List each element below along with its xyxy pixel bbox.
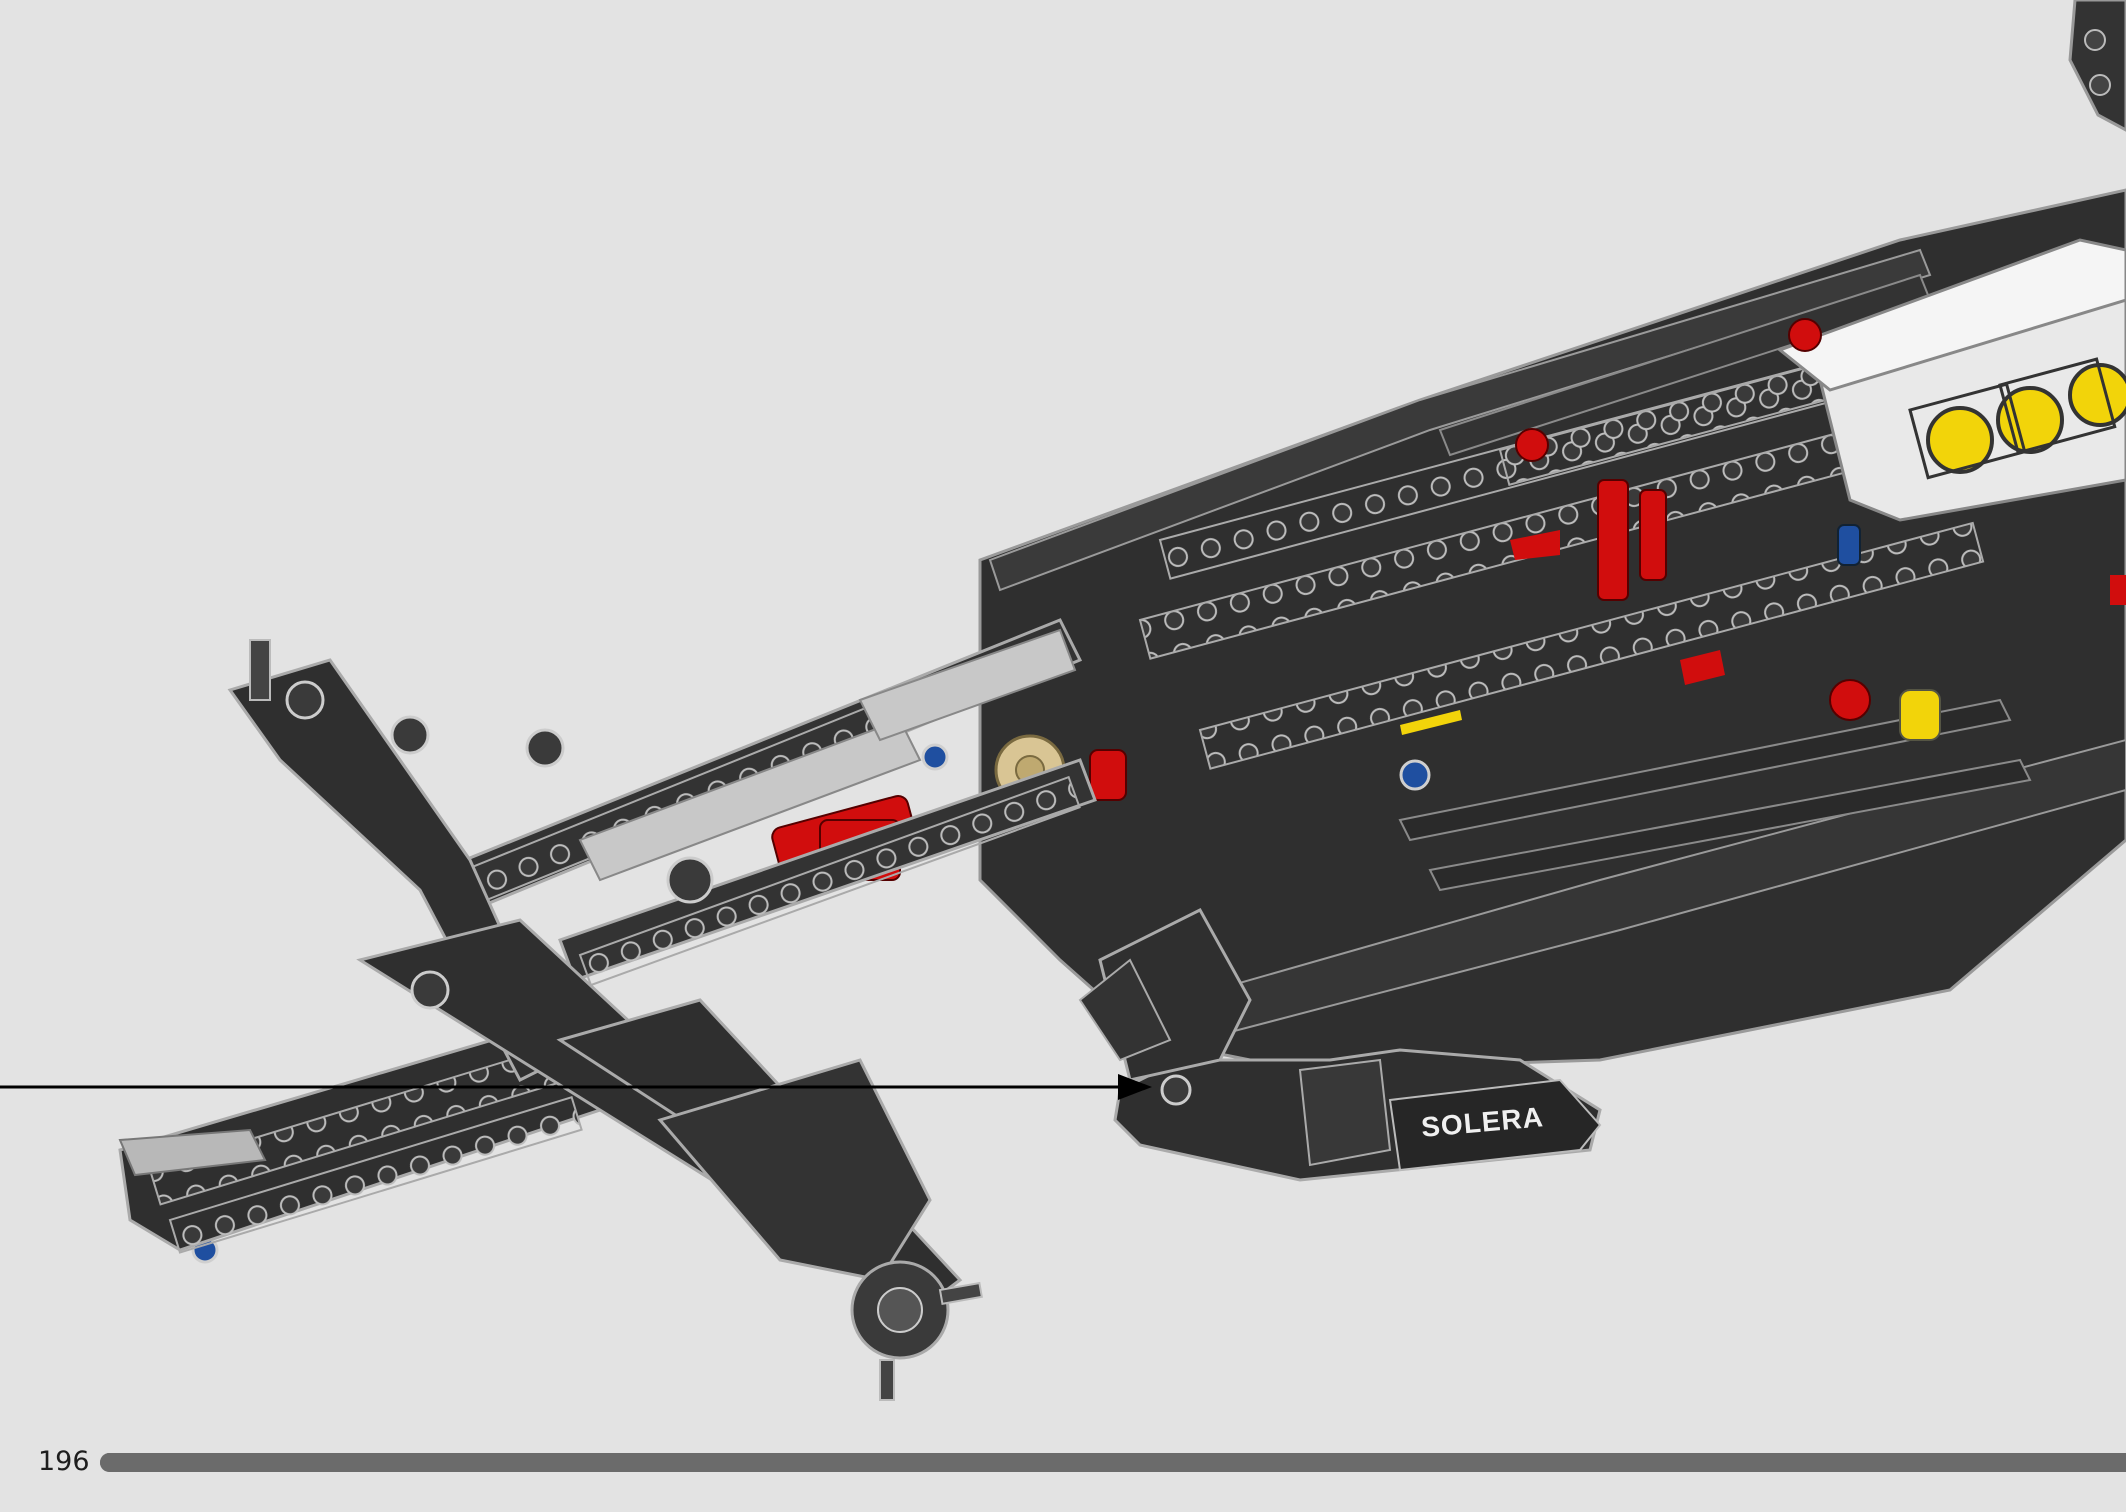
top-right-bracket (2068, 0, 2126, 132)
page-number: 196 (38, 1446, 90, 1477)
left-beams (437, 618, 1097, 987)
front-suspension (118, 639, 983, 1401)
lower-control-arm (1078, 908, 1602, 1182)
progress-bar (100, 1453, 2126, 1472)
engine-block (1776, 238, 2126, 522)
progress-bar-fill (100, 1453, 2126, 1472)
yellow-parts (1400, 689, 1941, 741)
